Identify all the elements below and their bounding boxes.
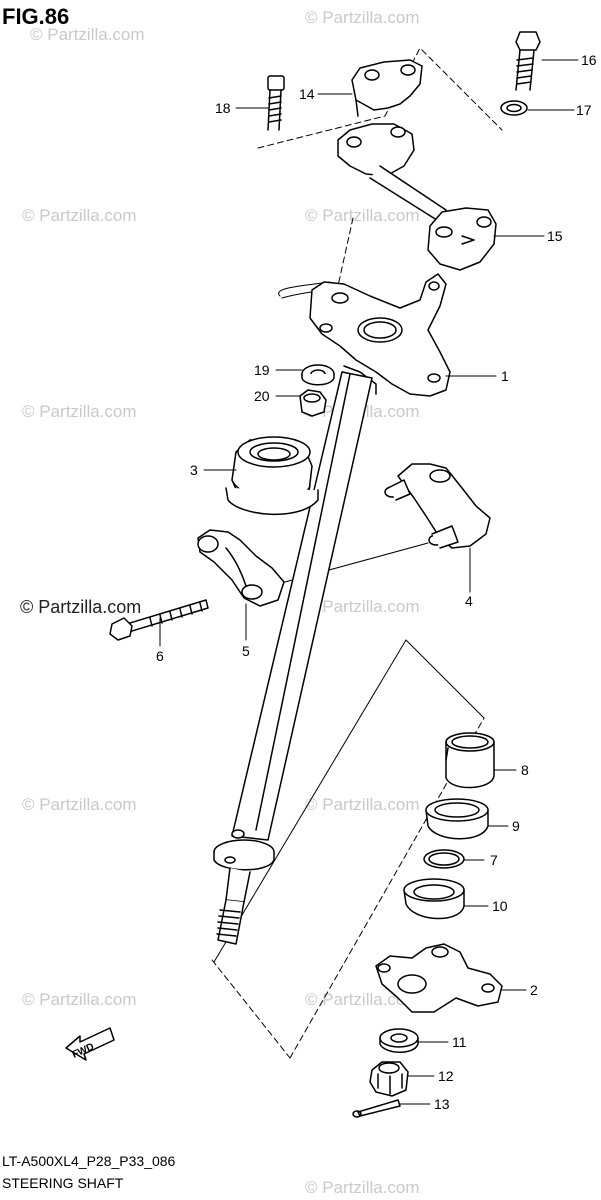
lower-arm-2 [375, 943, 503, 1013]
steering-column-part [213, 371, 373, 945]
callout-3: 3 [190, 462, 198, 478]
diagram-name: STEERING SHAFT [2, 1175, 124, 1191]
callout-1: 1 [501, 368, 509, 384]
o-ring-7 [423, 849, 465, 869]
callout-9: 9 [512, 818, 520, 834]
callout-20: 20 [254, 388, 270, 404]
washer-11 [379, 1028, 419, 1053]
watermark-text: © Partzilla.com [22, 402, 137, 421]
callout-15: 15 [547, 228, 563, 244]
bolt-18 [267, 75, 285, 131]
bushing-8 [445, 732, 495, 789]
watermark-text: © Partzilla.com [305, 597, 420, 616]
callout-11: 11 [452, 1034, 467, 1050]
callout-6: 6 [156, 648, 164, 664]
washer-17 [500, 100, 528, 116]
callout-13: 13 [434, 1096, 450, 1112]
callout-8: 8 [521, 762, 529, 778]
watermark-text: © Partzilla.com [20, 597, 142, 617]
watermark-text: © Partzilla.com [305, 990, 420, 1009]
callout-4: 4 [465, 593, 473, 609]
fwd-arrow-icon [65, 1027, 115, 1061]
callout-7: 7 [490, 852, 498, 868]
oil-seal-9 [425, 798, 489, 840]
bushing-3 [225, 436, 319, 516]
nut-12 [369, 1061, 409, 1097]
callout-17: 17 [576, 102, 592, 118]
washer-19 [301, 364, 335, 386]
watermark-text: © Partzilla.com [22, 206, 137, 225]
bolt-16 [515, 31, 541, 91]
callout-19: 19 [254, 362, 270, 378]
callout-14: 14 [299, 86, 315, 102]
watermark-text: © Partzilla.com [305, 206, 420, 225]
clamp-5 [197, 529, 285, 607]
clamp-4 [384, 463, 491, 549]
callout-2: 2 [530, 982, 538, 998]
lower-holder-bar [337, 123, 497, 271]
cotter-pin-13 [352, 1099, 401, 1118]
callout-12: 12 [438, 1068, 454, 1084]
diagram-code: LT-A500XL4_P28_P33_086 [2, 1153, 176, 1169]
watermark-text: © Partzilla.com [22, 795, 137, 814]
callout-10: 10 [492, 898, 508, 914]
bolt-6 [109, 599, 209, 641]
callout-5: 5 [242, 643, 250, 659]
callout-16: 16 [581, 52, 597, 68]
figure-title: FIG.86 [2, 4, 70, 29]
nut-20 [299, 389, 327, 417]
callout-18: 18 [215, 100, 231, 116]
watermark-text: © Partzilla.com [305, 795, 420, 814]
watermark-text: © Partzilla.com [22, 990, 137, 1009]
seal-10 [403, 878, 465, 920]
watermark-text: © Partzilla.com [305, 1178, 420, 1197]
upper-holder-part [351, 59, 423, 117]
watermark-text: © Partzilla.com [305, 8, 420, 27]
watermark-text: © Partzilla.com [30, 25, 145, 44]
